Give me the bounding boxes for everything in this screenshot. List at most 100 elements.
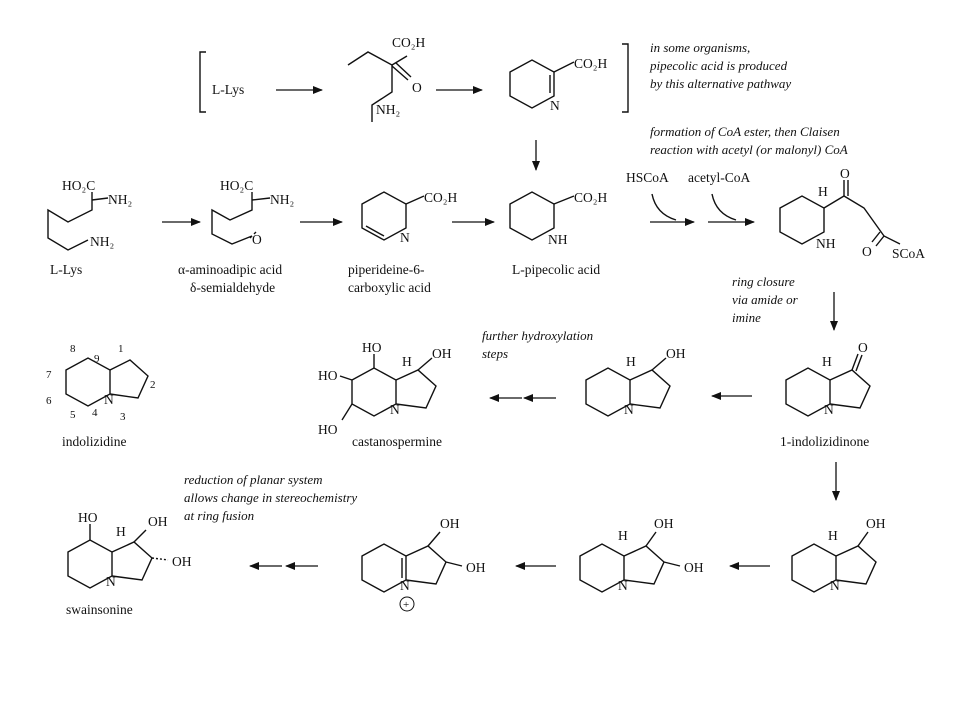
swa-oh-right: OH bbox=[172, 554, 192, 569]
num-5: 5 bbox=[70, 409, 76, 421]
cas-n: N bbox=[390, 402, 400, 417]
kt-nh: NH bbox=[816, 236, 836, 251]
num-9: 9 bbox=[94, 353, 100, 365]
ione-h: H bbox=[822, 354, 832, 369]
num-1: 1 bbox=[118, 343, 124, 355]
acetylcoa-curve bbox=[711, 193, 737, 221]
indolizidine-label: indolizidine bbox=[62, 434, 127, 449]
ring-closure-note-1: ring closure bbox=[732, 274, 795, 289]
kt-o-top: O bbox=[840, 166, 850, 181]
alt-o-label: O bbox=[412, 80, 422, 95]
ring-closure-note-3: imine bbox=[732, 310, 761, 325]
hydroxyindolizidine2-structure: H OH N bbox=[791, 516, 886, 593]
alt-note-3: by this alternative pathway bbox=[650, 76, 791, 91]
diol-structure: H OH OH N bbox=[579, 516, 704, 593]
indolizidine-structure: 8 9 1 2 3 4 5 6 7 N indolizidine bbox=[46, 343, 156, 449]
diol-oh-top: OH bbox=[654, 516, 674, 531]
castanospermine-structure: HO H OH HO HO N castanospermine bbox=[318, 340, 452, 449]
ione-n: N bbox=[824, 402, 834, 417]
cas-h: H bbox=[402, 354, 412, 369]
iminium-charge: + bbox=[403, 599, 409, 611]
indolizidinone-label: 1-indolizidinone bbox=[780, 434, 869, 449]
num-6: 6 bbox=[46, 395, 52, 407]
acetylcoa-label: acetyl-CoA bbox=[688, 170, 750, 185]
h2-oh: OH bbox=[866, 516, 886, 531]
p6c-label-2: carboxylic acid bbox=[348, 280, 431, 295]
iminium-charge-circle bbox=[399, 596, 415, 612]
kt-h: H bbox=[818, 184, 828, 199]
reduction-note-2: allows change in stereochemistry bbox=[184, 490, 357, 505]
kt-scoa: SCoA bbox=[892, 246, 925, 261]
num-4: 4 bbox=[92, 407, 98, 419]
alt-co2h-label: CO₂H bbox=[392, 35, 425, 50]
castanospermine-label: castanospermine bbox=[352, 434, 442, 449]
piperideine6-structure: CO₂H N piperideine-6- carboxylic acid bbox=[348, 190, 457, 295]
ring-closure-note-2: via amide or bbox=[732, 292, 799, 307]
left-bracket bbox=[199, 51, 206, 113]
aad-ho2c: HO₂C bbox=[220, 178, 253, 193]
diol-oh-right: OH bbox=[684, 560, 704, 575]
hydroxyindolizidine-structure: H OH N bbox=[585, 346, 686, 417]
num-7: 7 bbox=[46, 369, 52, 381]
hi-oh: OH bbox=[666, 346, 686, 361]
coa-note-2: reaction with acetyl (or malonyl) CoA bbox=[650, 142, 848, 157]
reduction-note-1: reduction of planar system bbox=[184, 472, 323, 487]
coa-note-1: formation of CoA ester, then Claisen bbox=[650, 124, 840, 139]
num-2: 2 bbox=[150, 379, 156, 391]
right-bracket bbox=[622, 43, 629, 113]
hydroxylation-note-2: steps bbox=[482, 346, 508, 361]
imn-oh-right: OH bbox=[466, 560, 486, 575]
swa-h: H bbox=[116, 524, 126, 539]
hydroxylation-note-1: further hydroxylation bbox=[482, 328, 593, 343]
alt-note-2: pipecolic acid is produced bbox=[649, 58, 788, 73]
swainsonine-label: swainsonine bbox=[66, 602, 133, 617]
indolizidinone-structure: H O N 1-indolizidinone bbox=[780, 340, 871, 449]
swa-ho: HO bbox=[78, 510, 98, 525]
num-3: 3 bbox=[120, 411, 126, 423]
pip-nh: NH bbox=[548, 232, 568, 247]
iminium-structure: OH OH N + bbox=[361, 516, 486, 612]
l-lys-structure: HO₂C NH₂ NH₂ L-Lys bbox=[47, 178, 132, 277]
cas-ho-left: HO bbox=[318, 368, 338, 383]
ione-o: O bbox=[858, 340, 868, 355]
swainsonine-structure: HO H OH OH N swainsonine bbox=[66, 510, 192, 617]
keto-acid-structure: CO₂H O NH₂ bbox=[347, 35, 425, 122]
lys-ho2c: HO₂C bbox=[62, 178, 95, 193]
alt-lys-label: L-Lys bbox=[212, 82, 244, 97]
pipecolic-structure: CO₂H NH L-pipecolic acid bbox=[509, 190, 607, 277]
alt-ring-co2h: CO₂H bbox=[574, 56, 607, 71]
aad-label-2: δ-semialdehyde bbox=[190, 280, 275, 295]
alt-nh2-label: NH₂ bbox=[376, 102, 400, 117]
cas-ho-top: HO bbox=[362, 340, 382, 355]
pip-label: L-pipecolic acid bbox=[512, 262, 600, 277]
hscoa-curve bbox=[651, 193, 677, 221]
piperideine2-structure: CO₂H N bbox=[509, 56, 607, 113]
swa-oh-top: OH bbox=[148, 514, 168, 529]
h2-h: H bbox=[828, 528, 838, 543]
lys-label: L-Lys bbox=[50, 262, 82, 277]
alternative-pathway: L-Lys CO₂H O NH₂ CO₂H N in some organism… bbox=[199, 35, 791, 171]
aminoadipic-structure: HO₂C NH₂ O α-aminoadipic acid δ-semialde… bbox=[178, 178, 294, 295]
p6c-n: N bbox=[400, 230, 410, 245]
diol-h: H bbox=[618, 528, 628, 543]
main-row: HO₂C NH₂ NH₂ L-Lys HO₂C NH₂ O α-aminoadi… bbox=[47, 166, 925, 295]
p6c-co2h: CO₂H bbox=[424, 190, 457, 205]
alt-ring-n: N bbox=[550, 98, 560, 113]
pip-co2h: CO₂H bbox=[574, 190, 607, 205]
reduction-note-3: at ring fusion bbox=[184, 508, 254, 523]
p6c-label-1: piperideine-6- bbox=[348, 262, 425, 277]
cas-oh: OH bbox=[432, 346, 452, 361]
ketothioester-structure: H O NH O SCoA bbox=[779, 166, 925, 261]
lys-nh2-bottom: NH₂ bbox=[90, 234, 114, 249]
imn-oh-top: OH bbox=[440, 516, 460, 531]
hi-h: H bbox=[626, 354, 636, 369]
h2-n: N bbox=[830, 578, 840, 593]
aad-label-1: α-aminoadipic acid bbox=[178, 262, 282, 277]
aad-nh2: NH₂ bbox=[270, 192, 294, 207]
lys-nh2-top: NH₂ bbox=[108, 192, 132, 207]
num-8: 8 bbox=[70, 343, 76, 355]
cas-ho-bottom: HO bbox=[318, 422, 338, 437]
kt-o-bottom: O bbox=[862, 244, 872, 259]
hi-n: N bbox=[624, 402, 634, 417]
